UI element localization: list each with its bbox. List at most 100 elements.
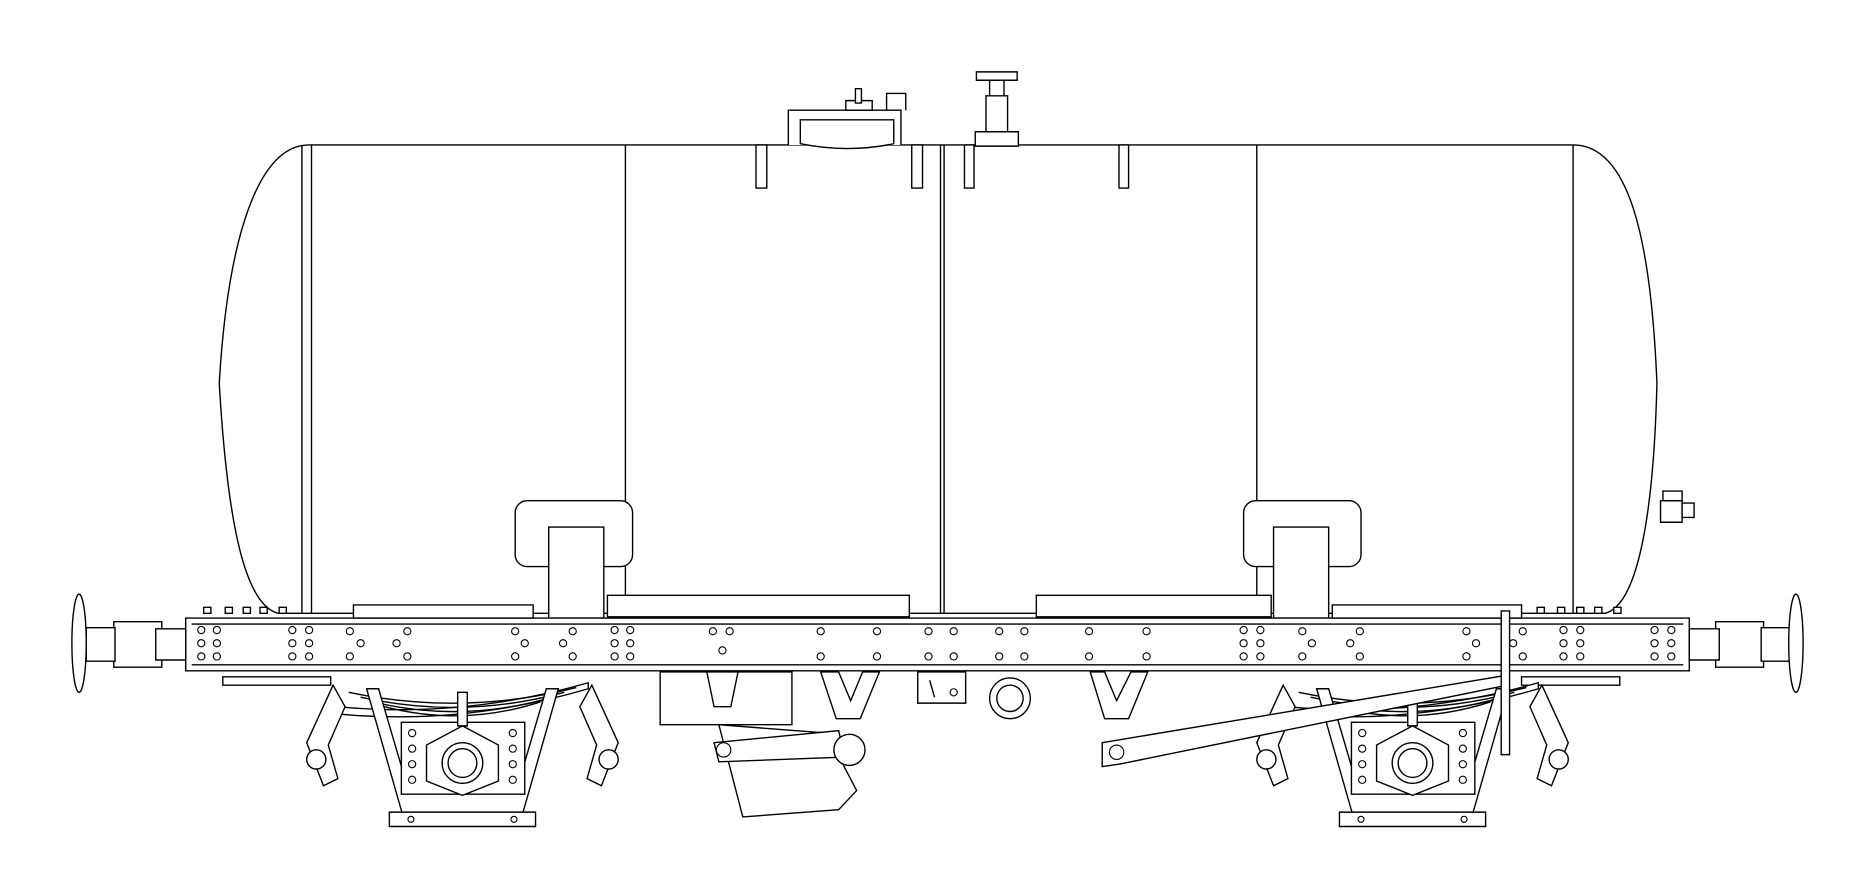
- rivet-hole: [1510, 640, 1517, 647]
- rivet-hole: [950, 628, 957, 635]
- bolt-head: [204, 607, 211, 613]
- rivet-hole: [925, 628, 932, 635]
- rivet-hole: [1356, 628, 1363, 635]
- rivet-hole: [289, 640, 296, 647]
- rivet-hole: [1085, 628, 1092, 635]
- bolt-head: [279, 607, 286, 613]
- rivet-hole: [1651, 626, 1658, 633]
- axleguard-foot: [1339, 812, 1485, 826]
- rivet-hole: [357, 640, 364, 647]
- rivet-hole: [213, 653, 220, 660]
- rivet-holes: [198, 607, 1675, 660]
- rivet-hole: [512, 628, 519, 635]
- rivet-hole: [1459, 745, 1466, 752]
- rivet-hole: [509, 761, 516, 768]
- filler-valve: [964, 72, 1128, 188]
- rivet-hole: [289, 626, 296, 633]
- rivet-hole: [509, 729, 516, 736]
- rivet-hole: [996, 653, 1003, 660]
- rivet-hole: [726, 628, 733, 635]
- rivet-hole: [569, 653, 576, 660]
- hanger-pin: [1257, 750, 1276, 769]
- rivet-hole: [1085, 653, 1092, 660]
- rivet-hole: [198, 626, 205, 633]
- rivet-hole: [213, 640, 220, 647]
- rivet-hole: [393, 640, 400, 647]
- spring-hanger: [307, 685, 345, 786]
- rivet-hole: [873, 628, 880, 635]
- rivet-hole: [1257, 626, 1264, 633]
- rivet-hole: [1668, 653, 1675, 660]
- rivet-hole: [1577, 653, 1584, 660]
- rivet-hole: [404, 628, 411, 635]
- rivet-hole: [950, 653, 957, 660]
- rivet-hole: [1472, 640, 1479, 647]
- rivet-hole: [509, 745, 516, 752]
- rivet-hole: [409, 761, 416, 768]
- spring-hanger: [1530, 685, 1568, 786]
- rivet-hole: [627, 626, 634, 633]
- wheelset-left: [307, 683, 619, 827]
- rivet-hole: [1463, 653, 1470, 660]
- rivet-hole: [346, 653, 353, 660]
- rivet-hole: [1257, 653, 1264, 660]
- rivet-hole: [611, 653, 618, 660]
- bolt-head: [1558, 607, 1565, 613]
- rivet-hole: [1347, 640, 1354, 647]
- buffer-right: [1689, 594, 1803, 692]
- rivet-hole: [1358, 816, 1364, 822]
- rivet-hole: [1299, 653, 1306, 660]
- rivet-hole: [409, 745, 416, 752]
- bolt-head: [1537, 607, 1544, 613]
- buffer-left: [72, 594, 186, 692]
- rivet-hole: [408, 816, 414, 822]
- rivet-hole: [511, 816, 517, 822]
- rivet-hole: [1143, 653, 1150, 660]
- hanger-pin: [307, 750, 326, 769]
- wheelset-right: [1257, 683, 1569, 827]
- rivet-hole: [1459, 729, 1466, 736]
- rivet-hole: [198, 653, 205, 660]
- rivet-hole: [306, 653, 313, 660]
- rivet-hole: [198, 640, 205, 647]
- rivet-hole: [1577, 626, 1584, 633]
- rivet-hole: [1560, 640, 1567, 647]
- axle-end-inner: [1398, 749, 1427, 778]
- rivet-hole: [306, 640, 313, 647]
- rivet-hole: [627, 653, 634, 660]
- rivet-hole: [1299, 628, 1306, 635]
- running-gear: [307, 683, 1569, 827]
- rivet-hole: [306, 626, 313, 633]
- rivet-hole: [1359, 745, 1366, 752]
- rivet-hole: [1240, 653, 1247, 660]
- rivet-hole: [1519, 653, 1526, 660]
- rivet-hole: [1463, 628, 1470, 635]
- rivet-hole: [1257, 640, 1264, 647]
- rivet-hole: [1577, 640, 1584, 647]
- rivet-hole: [1356, 653, 1363, 660]
- rivet-hole: [611, 640, 618, 647]
- rivet-hole: [873, 653, 880, 660]
- rivet-hole: [213, 626, 220, 633]
- rivet-hole: [817, 628, 824, 635]
- discharge-valve: [1661, 491, 1695, 522]
- rivet-hole: [1560, 653, 1567, 660]
- rivet-hole: [611, 626, 618, 633]
- rivet-hole: [925, 653, 932, 660]
- rivet-hole: [709, 628, 716, 635]
- bolt-head: [243, 607, 250, 613]
- rivet-hole: [289, 653, 296, 660]
- rivet-hole: [404, 653, 411, 660]
- rivet-hole: [1240, 626, 1247, 633]
- bolt-head: [1614, 607, 1621, 613]
- bolt-head: [260, 607, 267, 613]
- brake-gear: [660, 611, 1509, 817]
- tank-barrel: [219, 145, 1657, 613]
- axle-end-inner: [448, 749, 477, 778]
- solebar-frame: [186, 605, 1690, 685]
- rivet-hole: [560, 640, 567, 647]
- rivet-hole: [569, 628, 576, 635]
- rivet-hole: [1668, 640, 1675, 647]
- rivet-hole: [509, 776, 516, 783]
